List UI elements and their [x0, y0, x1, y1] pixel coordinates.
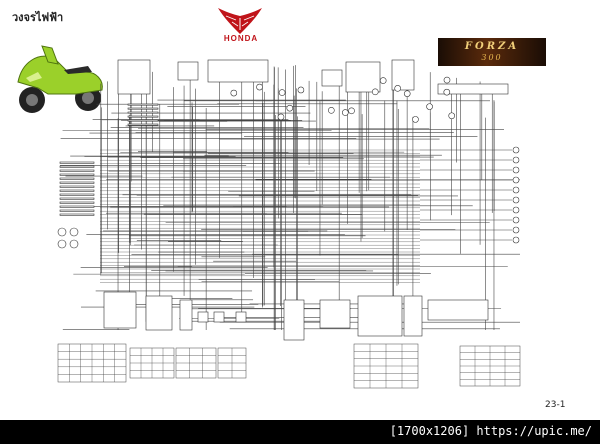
component-symbol	[443, 76, 451, 84]
component-symbol	[448, 112, 456, 120]
component-symbol	[412, 116, 419, 123]
component-symbol	[230, 89, 238, 97]
connector-block	[235, 311, 247, 323]
label-line	[59, 173, 95, 176]
label-line	[127, 107, 159, 110]
label-line	[127, 111, 159, 114]
component-symbol	[277, 113, 285, 121]
connector-block	[207, 59, 269, 83]
component-symbol	[256, 83, 263, 91]
connector-block	[283, 299, 305, 341]
connector-block	[117, 59, 151, 95]
connector-block	[345, 61, 381, 93]
label-line	[59, 197, 95, 200]
wiring-diagram-sheet: วงจรไฟฟ้า HONDA FORZA 300 23-1	[0, 0, 600, 420]
label-line	[59, 185, 95, 188]
model-badge: FORZA 300	[438, 38, 546, 66]
connector-block	[427, 299, 489, 321]
label-line	[59, 169, 95, 172]
label-line	[127, 103, 159, 106]
connector-block	[103, 291, 137, 329]
component-symbol	[286, 104, 294, 112]
model-name: FORZA	[464, 41, 520, 52]
connector-block	[321, 69, 343, 87]
connector-block	[177, 61, 199, 81]
connector-block	[179, 299, 193, 331]
label-line	[59, 193, 95, 196]
bulb-symbol	[57, 239, 67, 249]
brand-name: HONDA	[223, 34, 259, 43]
connector-block	[145, 295, 173, 331]
label-line	[127, 115, 159, 118]
wiring-schematic	[57, 59, 521, 389]
component-symbol	[394, 85, 401, 92]
label-line	[59, 201, 95, 204]
bulb-symbol	[512, 146, 520, 154]
connector-block	[213, 311, 225, 323]
component-symbol	[403, 90, 411, 97]
connector-block	[319, 299, 351, 329]
component-symbol	[371, 88, 379, 96]
bulb-symbol	[512, 166, 520, 174]
component-symbol	[348, 107, 355, 115]
label-line	[59, 209, 95, 212]
page-title: วงจรไฟฟ้า	[12, 11, 64, 24]
label-line	[59, 177, 95, 180]
component-symbol	[328, 107, 335, 114]
connector-block	[391, 59, 415, 91]
label-line	[59, 205, 95, 208]
label-line	[59, 161, 95, 164]
component-symbol	[341, 109, 349, 116]
connector-block	[403, 295, 423, 337]
label-line	[59, 181, 95, 184]
label-line	[59, 165, 95, 168]
bulb-symbol	[512, 236, 520, 244]
bulb-symbol	[512, 206, 520, 214]
component-symbol	[443, 88, 451, 96]
footer-bar	[0, 420, 600, 444]
bulb-symbol	[512, 226, 520, 234]
label-line	[59, 213, 95, 216]
model-number: 300	[481, 53, 503, 62]
label-line	[127, 119, 159, 122]
connector-block	[437, 83, 509, 95]
bulb-symbol	[69, 239, 79, 249]
component-symbol	[297, 86, 305, 94]
bulb-symbol	[57, 227, 67, 237]
bulb-symbol	[512, 196, 520, 204]
scooter-image	[17, 45, 103, 113]
bulb-symbol	[512, 156, 520, 164]
component-symbol	[426, 103, 433, 110]
bulb-symbol	[512, 176, 520, 184]
label-line	[127, 123, 159, 126]
honda-wing-logo	[218, 8, 262, 34]
bulb-symbol	[512, 216, 520, 224]
connector-block	[197, 311, 209, 323]
image-source-caption: [1700x1206] https://upic.me/	[389, 424, 592, 438]
component-symbol	[278, 89, 286, 96]
component-symbol	[379, 77, 387, 84]
bulb-symbol	[512, 186, 520, 194]
bulb-symbol	[69, 227, 79, 237]
label-line	[59, 189, 95, 192]
connector-block	[357, 295, 403, 337]
page-number: 23-1	[545, 400, 566, 410]
